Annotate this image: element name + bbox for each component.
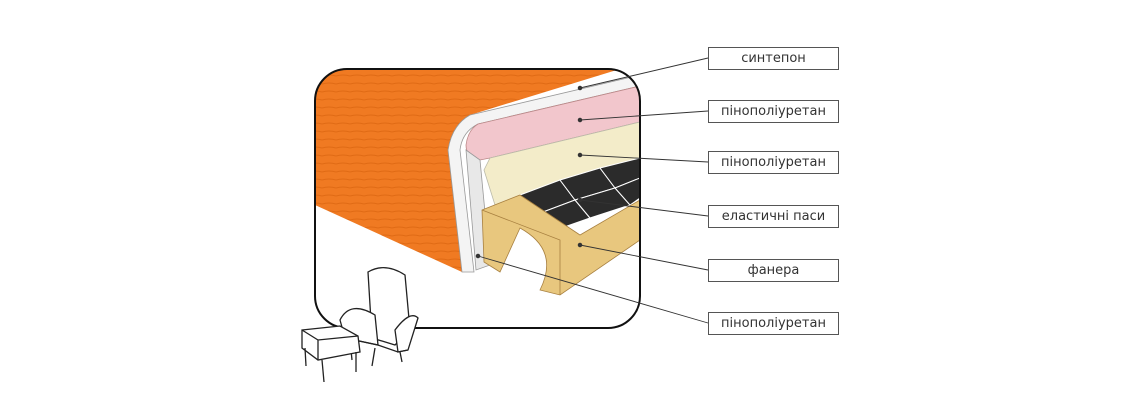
label-beige-polyurethane-foam: пінополіуретан	[708, 151, 839, 174]
fabric-cover	[315, 69, 620, 272]
plywood-frame	[481, 194, 640, 296]
label-side-polyurethane-foam: пінополіуретан	[708, 312, 839, 335]
label-elastic-straps: еластичні паси	[708, 205, 839, 228]
cutaway-illustration	[315, 69, 640, 328]
armchair-icon	[301, 267, 419, 383]
frame-outline	[314, 68, 641, 329]
label-pink-polyurethane-foam: пінополіуретан	[708, 100, 839, 123]
leader-lines	[475, 57, 709, 324]
label-sintepon: синтепон	[708, 47, 839, 70]
label-plywood: фанера	[708, 259, 839, 282]
